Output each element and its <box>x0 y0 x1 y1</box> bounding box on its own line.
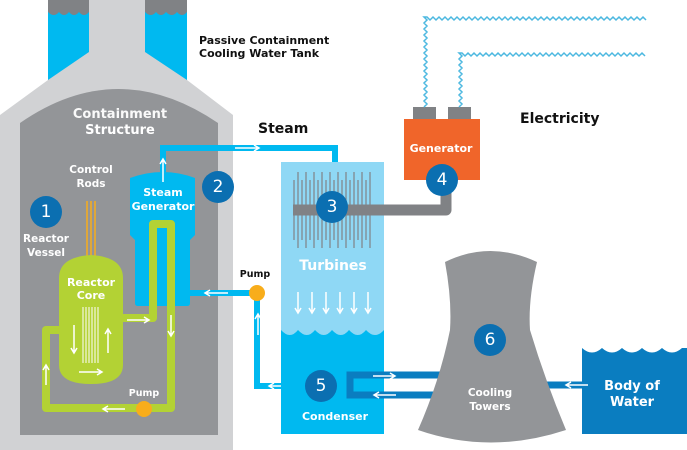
svg-text:1: 1 <box>41 202 52 222</box>
cooling-loop-arrow <box>372 391 396 399</box>
containment-label: Structure <box>85 123 155 138</box>
generator-terminal <box>448 107 471 120</box>
control-rods-label: Rods <box>76 178 105 190</box>
svg-text:3: 3 <box>327 197 338 217</box>
turbines-label: Turbines <box>299 258 367 274</box>
svg-text:4: 4 <box>437 170 448 190</box>
tank-cap-left <box>48 0 89 15</box>
steam-down-arrows <box>294 292 372 315</box>
feedwater-arrow <box>254 312 262 335</box>
flow-arrows-primary <box>42 315 175 413</box>
steam-generator <box>130 172 195 306</box>
generator-terminal <box>413 107 436 120</box>
steam-down-arrow <box>364 292 372 315</box>
fuel-rods <box>82 307 99 363</box>
steam-down-arrow <box>322 292 330 315</box>
svg-text:5: 5 <box>316 376 327 396</box>
tank-label: Cooling Water Tank <box>199 47 320 60</box>
electricity-wires <box>422 15 647 108</box>
reactor-core <box>59 255 123 384</box>
steam-down-arrow <box>294 292 302 315</box>
control-rods-label: Control <box>69 164 112 176</box>
step-5-marker: 5 <box>305 370 337 402</box>
steam-generator-label: Steam <box>143 186 183 199</box>
step-3-marker: 3 <box>316 191 348 223</box>
reactor-vessel-label: Reactor <box>23 233 70 245</box>
feedwater-arrow <box>203 289 228 297</box>
body-of-water-label: Body of <box>604 379 660 394</box>
generator-label: Generator <box>410 142 473 155</box>
steam-down-arrow <box>336 292 344 315</box>
cooling-towers-label: Towers <box>469 401 510 413</box>
cooling-towers-label: Cooling <box>468 387 512 399</box>
step-6-marker: 6 <box>474 324 506 356</box>
reactor-vessel-label: Vessel <box>27 247 65 259</box>
body-of-water-label: Water <box>610 395 655 410</box>
steam-flow-arrow <box>235 144 261 152</box>
cooling-loop-arrow <box>373 372 397 380</box>
secondary-pump-label: Pump <box>240 269 271 280</box>
primary-pump-icon <box>136 401 152 417</box>
steam-down-arrow <box>308 292 316 315</box>
svg-text:6: 6 <box>485 330 496 350</box>
reactor-core-label: Core <box>77 289 106 302</box>
primary-pump-label: Pump <box>129 388 160 399</box>
steam-flow-arrow <box>159 157 167 182</box>
reactor-core-label: Reactor <box>67 276 116 289</box>
electricity-wire <box>457 51 646 108</box>
tank-cap-right <box>145 0 187 15</box>
step-1-marker: 1 <box>30 196 62 228</box>
steam-label: Steam <box>258 121 308 137</box>
cooling-water-tank-right <box>145 0 187 80</box>
electricity-label: Electricity <box>520 111 599 127</box>
tank-label: Passive Containment <box>199 34 329 47</box>
body-of-water <box>582 348 687 434</box>
containment-label: Containment <box>73 107 167 122</box>
electricity-wire <box>422 15 647 108</box>
steam-generator-label: Generator <box>132 200 195 213</box>
secondary-pump-icon <box>249 285 265 301</box>
intake-arrow <box>564 381 588 389</box>
step-2-marker: 2 <box>202 171 234 203</box>
step-4-marker: 4 <box>426 164 458 196</box>
cooling-water-tank-left <box>48 0 89 80</box>
condenser-label: Condenser <box>302 410 369 423</box>
svg-text:2: 2 <box>213 177 224 197</box>
steam-down-arrow <box>350 292 358 315</box>
